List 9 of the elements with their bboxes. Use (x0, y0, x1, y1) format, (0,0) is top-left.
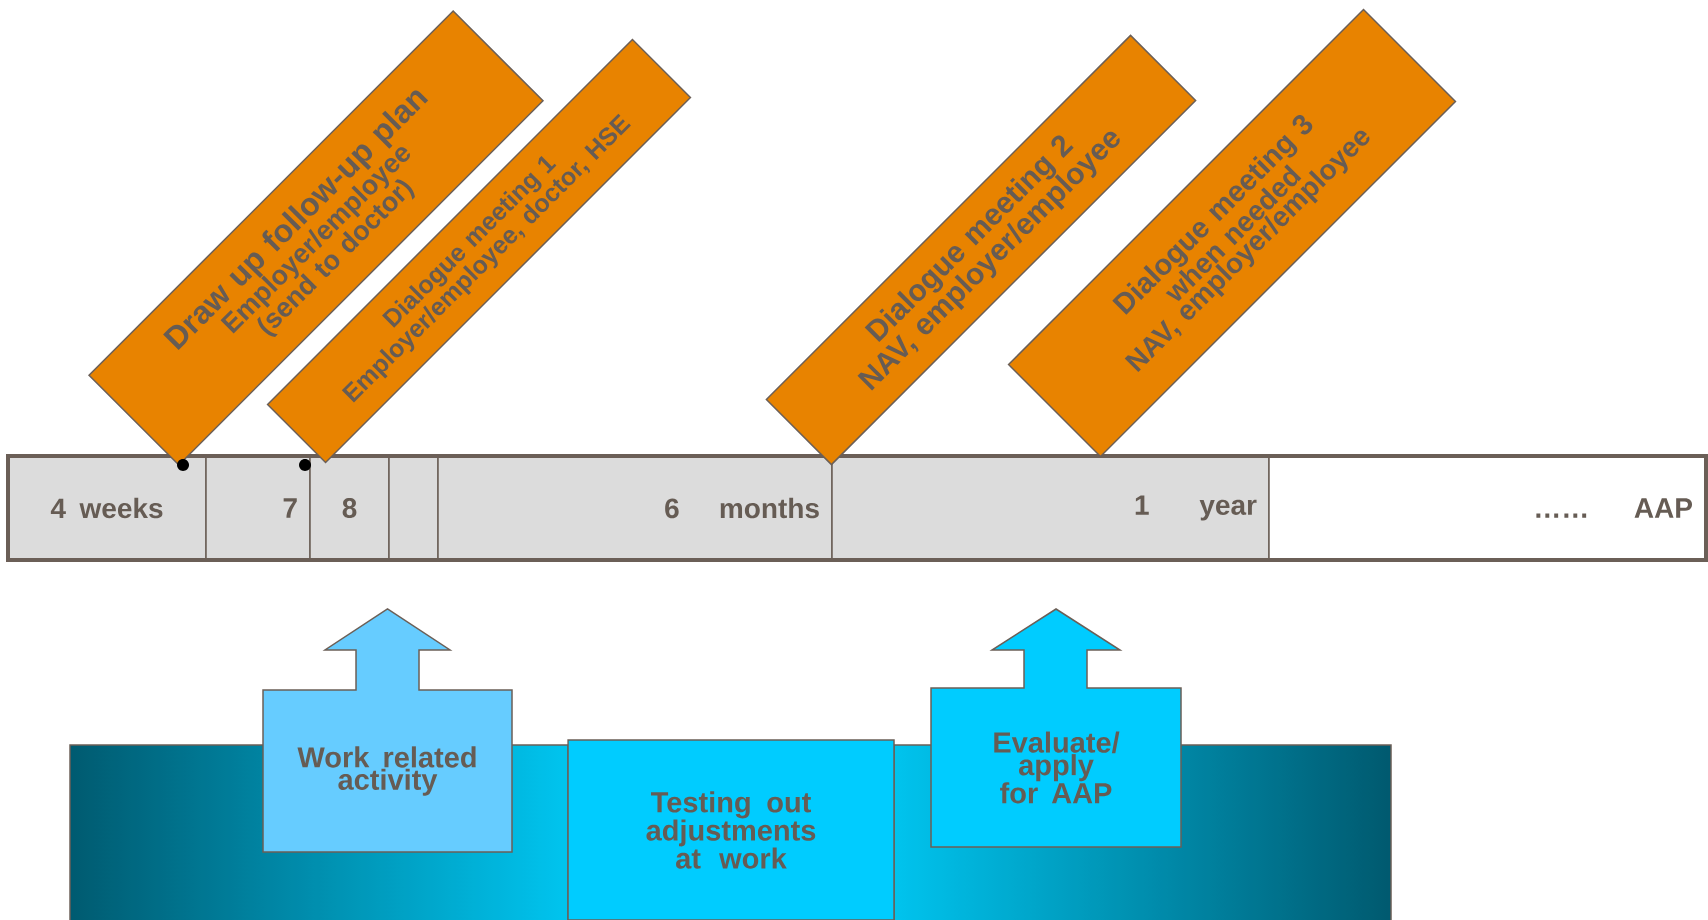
timeline-cell: …… AAP (1268, 455, 1706, 561)
timeline-cell: 1 year (831, 455, 1270, 561)
timeline-cell: 4 weeks (7, 455, 207, 561)
timeline-cell: 7 (205, 455, 311, 561)
timeline-cell: 8 (309, 455, 390, 561)
arrow-callout: Work related activity (262, 608, 513, 853)
arrow-callout: Evaluate/ apply for AAP (930, 608, 1182, 848)
band-panel: Testing out adjustments at work (567, 739, 895, 920)
timeline-cell (388, 455, 439, 561)
